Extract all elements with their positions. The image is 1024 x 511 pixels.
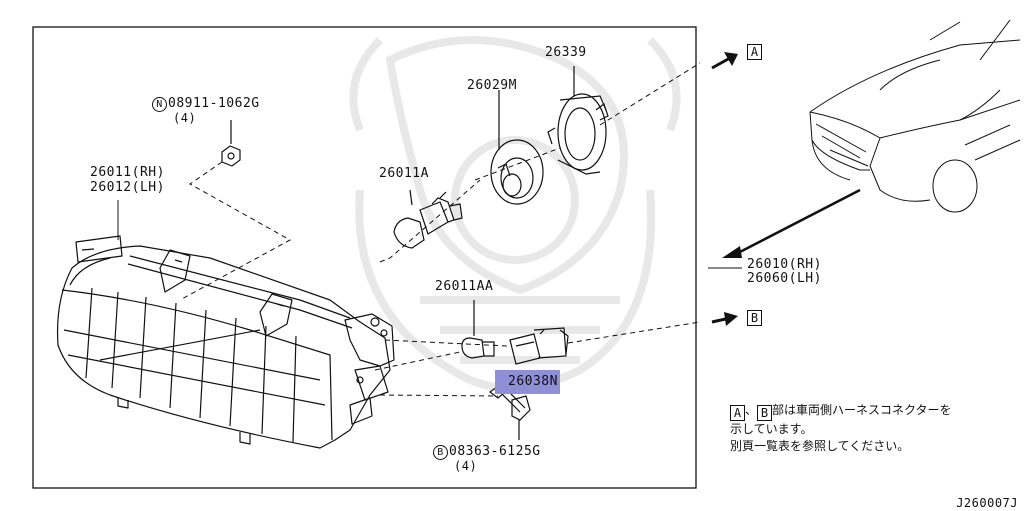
screw-circle-marker: N bbox=[152, 97, 167, 112]
housing-rh-label: 26011(RH) bbox=[90, 165, 165, 180]
car-headlamp-arrow bbox=[722, 188, 861, 258]
main-bulb-label: 26011A bbox=[379, 166, 429, 181]
bolt-circle-marker: B bbox=[433, 445, 448, 460]
screw-qty-label: (4) bbox=[173, 111, 197, 125]
assy-rh-label: 26010(RH) bbox=[747, 257, 822, 272]
note-separator: 、 bbox=[745, 403, 758, 417]
retainer-label: 26339 bbox=[545, 45, 587, 60]
housing-lh-label: 26012(LH) bbox=[90, 180, 165, 195]
note-line-2: 示しています。 bbox=[730, 422, 813, 436]
side-bulb-part bbox=[461, 300, 495, 359]
note-ref-b: B bbox=[757, 405, 773, 421]
ref-box-a: A bbox=[747, 44, 762, 60]
ref-box-b: B bbox=[747, 310, 762, 326]
retainer-ring-part bbox=[547, 66, 609, 175]
arrow-to-b bbox=[711, 312, 738, 326]
note-line-1-text: 部は車両側ハーネスコネクターを bbox=[772, 403, 952, 417]
note-line-3: 別頁一覧表を参照してください。 bbox=[730, 439, 910, 453]
main-frame bbox=[32, 26, 697, 489]
watermark-emblem bbox=[349, 36, 681, 392]
car-illustration bbox=[809, 19, 1021, 213]
note-ref-a: A bbox=[730, 405, 745, 421]
leader-lines bbox=[117, 200, 742, 269]
socket-cap-part bbox=[490, 90, 544, 205]
side-bulb-label: 26011AA bbox=[435, 279, 494, 294]
dashed-leaders bbox=[179, 62, 701, 397]
footer-code: J260007J bbox=[956, 496, 1018, 510]
main-bulb-part bbox=[393, 189, 463, 249]
bolt-part-number: 08363-6125G bbox=[449, 444, 541, 459]
socket-harness-highlight bbox=[495, 370, 560, 394]
bolt-qty-label: (4) bbox=[454, 459, 478, 473]
screw-nut-part bbox=[221, 120, 241, 167]
arrow-to-a bbox=[711, 52, 738, 70]
assy-lh-label: 26060(LH) bbox=[747, 271, 822, 286]
screw-part-number: 08911-1062G bbox=[168, 96, 260, 111]
socket-cap-label: 26029M bbox=[467, 78, 517, 93]
socket-harness-label: 26038N bbox=[508, 374, 558, 389]
headlamp-housing bbox=[56, 235, 395, 449]
